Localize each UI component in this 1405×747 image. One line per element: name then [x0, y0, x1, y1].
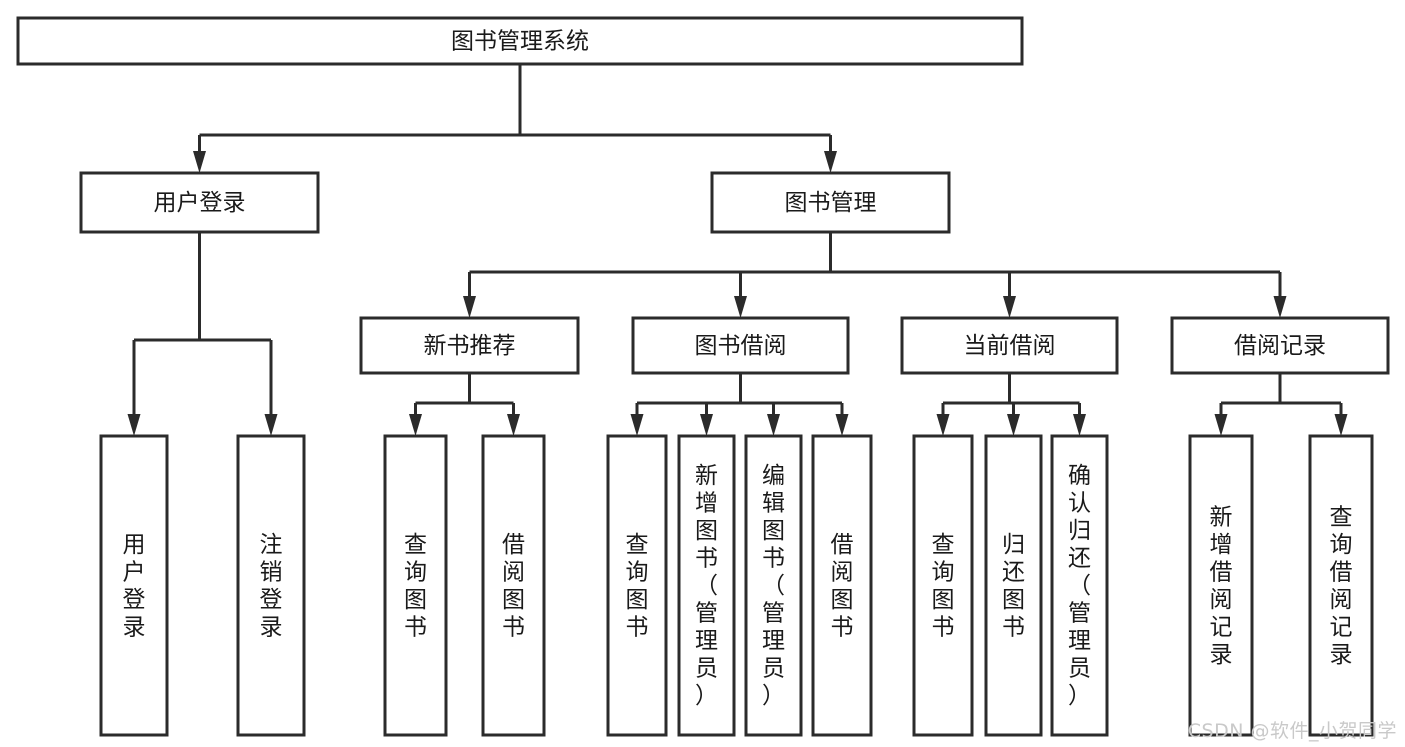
node-leaf-return-book-label: 归还图书: [1002, 532, 1025, 641]
arrow-head-icon: [630, 414, 644, 436]
arrow-head-icon: [1007, 414, 1020, 436]
arrow-head-icon: [463, 296, 476, 318]
node-leaf-query-record-label: 查询借阅记录: [1330, 504, 1353, 668]
node-leaf-query-book-rec[interactable]: 查询图书: [383, 434, 448, 737]
node-current-borrow-label: 当前借阅: [964, 333, 1056, 359]
node-book-manage[interactable]: 图书管理: [710, 171, 951, 234]
node-leaf-query-book-borrow-box[interactable]: [606, 434, 668, 737]
node-leaf-logout-label: 注销登录: [260, 532, 283, 641]
csdn-watermark: CSDN @软件_小贺同学: [1187, 720, 1397, 742]
arrow-head-icon: [936, 414, 950, 436]
edge-group-root: [193, 64, 837, 173]
arrow-head-icon: [824, 151, 837, 173]
node-root[interactable]: 图书管理系统: [16, 16, 1024, 66]
node-leaf-query-book-borrow[interactable]: 查询图书: [606, 434, 668, 737]
node-leaf-logout-box[interactable]: [236, 434, 306, 737]
node-new-book-recommend-label: 新书推荐: [424, 333, 516, 359]
node-current-borrow[interactable]: 当前借阅: [900, 316, 1119, 375]
node-leaf-user-login-label: 用户登录: [123, 532, 146, 641]
node-book-borrow-label: 图书借阅: [695, 333, 787, 359]
arrow-head-icon: [767, 414, 780, 436]
arrow-head-icon: [1003, 296, 1016, 318]
arrow-head-icon: [700, 414, 713, 436]
node-leaf-return-book[interactable]: 归还图书: [984, 434, 1043, 737]
node-borrow-record[interactable]: 借阅记录: [1170, 316, 1390, 375]
node-leaf-add-record-box[interactable]: [1188, 434, 1254, 737]
arrow-head-icon: [1073, 414, 1086, 436]
node-leaf-query-book-rec-box[interactable]: [383, 434, 448, 737]
node-leaf-add-book[interactable]: 新增图书（管理员）: [677, 434, 736, 737]
node-leaf-add-book-box[interactable]: [677, 434, 736, 737]
node-leaf-return-book-box[interactable]: [984, 434, 1043, 737]
node-leaf-logout[interactable]: 注销登录: [236, 434, 306, 737]
node-leaf-edit-book-box[interactable]: [744, 434, 803, 737]
node-borrow-record-label: 借阅记录: [1234, 333, 1326, 359]
arrow-head-icon: [193, 151, 206, 173]
node-leaf-confirm-return-box[interactable]: [1050, 434, 1109, 737]
node-user-login[interactable]: 用户登录: [79, 171, 320, 234]
arrow-head-icon: [835, 414, 849, 436]
node-leaf-add-book-label: 新增图书（管理员）: [695, 463, 718, 709]
node-user-login-box[interactable]: [79, 171, 320, 234]
node-new-book-recommend[interactable]: 新书推荐: [359, 316, 580, 375]
node-leaf-borrow-book-box[interactable]: [811, 434, 873, 737]
node-leaf-query-book-cur-box[interactable]: [912, 434, 974, 737]
node-leaf-edit-book[interactable]: 编辑图书（管理员）: [744, 434, 803, 737]
node-book-manage-box[interactable]: [710, 171, 951, 234]
node-leaf-confirm-return[interactable]: 确认归还（管理员）: [1050, 434, 1109, 737]
node-leaf-query-book-borrow-label: 查询图书: [626, 532, 649, 641]
node-leaf-query-book-cur[interactable]: 查询图书: [912, 434, 974, 737]
node-book-borrow-box[interactable]: [631, 316, 850, 375]
node-leaf-query-record-box[interactable]: [1308, 434, 1374, 737]
arrow-head-icon: [1334, 414, 1348, 436]
arrow-head-icon: [734, 296, 747, 318]
node-leaf-confirm-return-label: 确认归还（管理员）: [1068, 463, 1091, 709]
node-leaf-query-book-cur-label: 查询图书: [932, 532, 955, 641]
node-book-borrow[interactable]: 图书借阅: [631, 316, 850, 375]
node-leaf-query-record[interactable]: 查询借阅记录: [1308, 434, 1374, 737]
node-leaf-borrow-book-rec-box[interactable]: [481, 434, 546, 737]
node-book-manage-label: 图书管理: [785, 190, 877, 216]
node-leaf-borrow-book-label: 借阅图书: [831, 532, 854, 641]
node-current-borrow-box[interactable]: [900, 316, 1119, 375]
node-layer: 图书管理系统用户登录图书管理新书推荐图书借阅当前借阅借阅记录用户登录注销登录查询…: [16, 16, 1390, 737]
node-new-book-recommend-box[interactable]: [359, 316, 580, 375]
node-leaf-user-login-box[interactable]: [99, 434, 169, 737]
edge-group-book-manage: [463, 232, 1287, 318]
node-borrow-record-box[interactable]: [1170, 316, 1390, 375]
arrow-head-icon: [127, 414, 141, 436]
arrow-head-icon: [1214, 414, 1228, 436]
arrow-head-icon: [409, 414, 422, 436]
edge-group-current-borrow: [936, 373, 1086, 436]
connector-layer: [127, 64, 1348, 436]
node-leaf-edit-book-label: 编辑图书（管理员）: [762, 463, 785, 709]
node-leaf-borrow-book-rec[interactable]: 借阅图书: [481, 434, 546, 737]
node-leaf-borrow-book[interactable]: 借阅图书: [811, 434, 873, 737]
node-user-login-label: 用户登录: [154, 190, 246, 216]
arrow-head-icon: [264, 414, 278, 436]
node-leaf-add-record[interactable]: 新增借阅记录: [1188, 434, 1254, 737]
edge-group-borrow-record: [1214, 373, 1348, 436]
node-root-label: 图书管理系统: [451, 29, 589, 55]
node-leaf-query-book-rec-label: 查询图书: [404, 532, 427, 641]
edge-group-user-login: [127, 232, 278, 436]
arrow-head-icon: [507, 414, 520, 436]
edge-group-new-book-recommend: [409, 373, 520, 436]
arrow-head-icon: [1273, 296, 1287, 318]
node-leaf-borrow-book-rec-label: 借阅图书: [502, 532, 525, 641]
node-leaf-user-login[interactable]: 用户登录: [99, 434, 169, 737]
edge-group-book-borrow: [630, 373, 849, 436]
node-root-box[interactable]: [16, 16, 1024, 66]
node-leaf-add-record-label: 新增借阅记录: [1210, 504, 1233, 668]
